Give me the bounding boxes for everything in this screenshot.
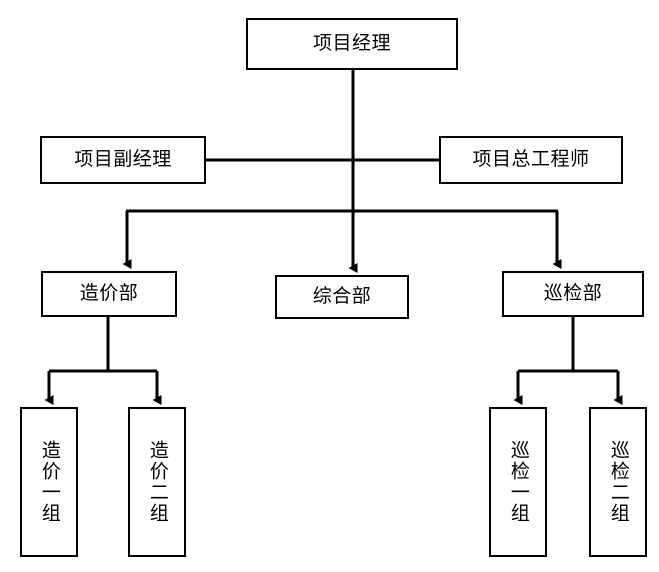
node-deputy-project-manager: 项目副经理: [40, 136, 206, 184]
node-cost-department: 造价部: [41, 271, 177, 317]
node-inspection-team-1: 巡检一组: [489, 407, 547, 557]
node-general-department: 综合部: [275, 275, 409, 319]
node-inspection-team-2: 巡检二组: [589, 407, 647, 557]
node-cost-team-2: 造价二组: [128, 407, 186, 557]
node-chief-engineer: 项目总工程师: [439, 136, 623, 184]
node-project-manager: 项目经理: [246, 18, 458, 70]
node-cost-team-1: 造价一组: [20, 407, 78, 557]
node-inspection-department: 巡检部: [502, 271, 644, 317]
